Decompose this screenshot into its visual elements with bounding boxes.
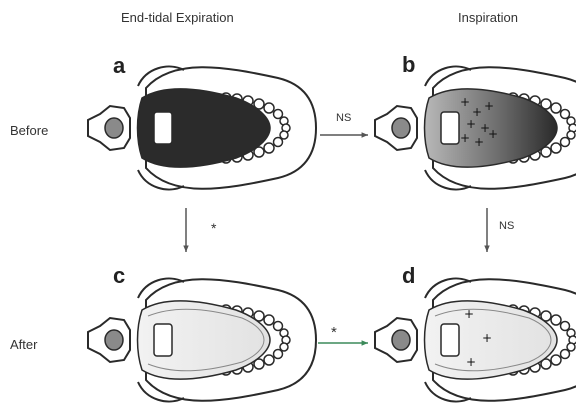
plus-marker: + — [474, 135, 484, 149]
plus-marker: + — [464, 307, 474, 321]
plus-marker: + — [482, 331, 492, 345]
arrow-a-to-b-head — [362, 132, 368, 137]
arrow-a-to-c-head — [183, 246, 188, 252]
pharynx-opening — [154, 112, 172, 144]
mri-panel-d: + + + — [375, 279, 576, 402]
plus-marker: + — [466, 355, 476, 369]
mri-panel-c — [88, 279, 316, 402]
arrow-b-to-d-head — [484, 246, 489, 252]
plus-marker: + — [466, 117, 476, 131]
plus-marker: + — [460, 131, 470, 145]
plus-marker: + — [484, 99, 494, 113]
plus-marker: + — [460, 95, 470, 109]
mri-panel-a — [88, 67, 316, 190]
plus-marker: + — [488, 127, 498, 141]
arrow-c-to-d-head — [362, 340, 368, 345]
pharynx-opening — [441, 324, 459, 356]
pharynx-opening — [441, 112, 459, 144]
mri-panel-b: ++++++++ — [375, 67, 576, 190]
pharynx-opening — [154, 324, 172, 356]
